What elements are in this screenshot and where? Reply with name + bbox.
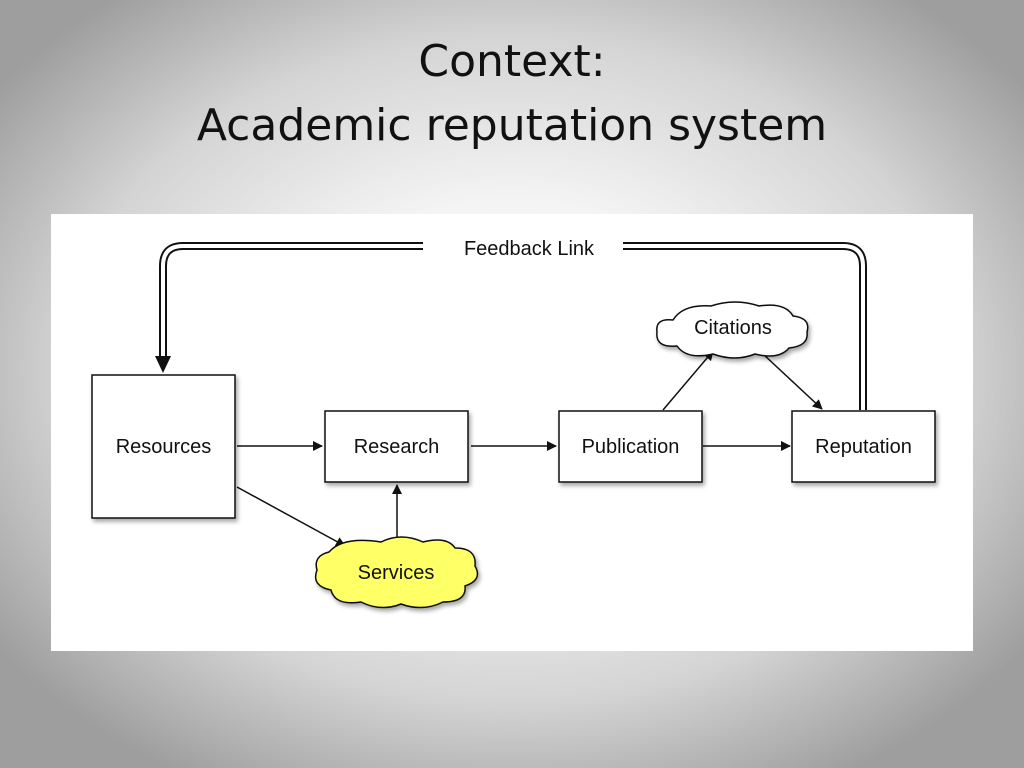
feedback-link (155, 242, 867, 410)
arrow-citations-reputation (762, 353, 823, 410)
node-resources-label: Resources (116, 436, 212, 458)
slide-title: Context: Academic reputation system (0, 30, 1024, 158)
arrow-publication-citations (662, 350, 714, 411)
node-research-label: Research (354, 436, 440, 458)
node-services-label: Services (358, 562, 435, 584)
node-citations: Citations (656, 301, 809, 359)
node-publication: Publication (558, 410, 703, 483)
node-reputation: Reputation (791, 410, 936, 483)
title-line-2: Academic reputation system (196, 100, 828, 151)
diagram-canvas: Feedback Link Resources Research Publica… (91, 238, 936, 609)
node-reputation-label: Reputation (815, 436, 912, 458)
node-resources: Resources (91, 374, 236, 519)
arrow-resources-services (236, 486, 346, 547)
feedback-arrowhead (155, 356, 171, 373)
title-line-1: Context: (418, 36, 606, 87)
node-publication-label: Publication (582, 436, 680, 458)
node-research: Research (324, 410, 469, 483)
node-citations-label: Citations (694, 317, 772, 339)
node-services: Services (314, 536, 479, 609)
diagram-panel: Feedback Link Resources Research Publica… (51, 214, 973, 651)
feedback-link-label: Feedback Link (464, 238, 595, 260)
